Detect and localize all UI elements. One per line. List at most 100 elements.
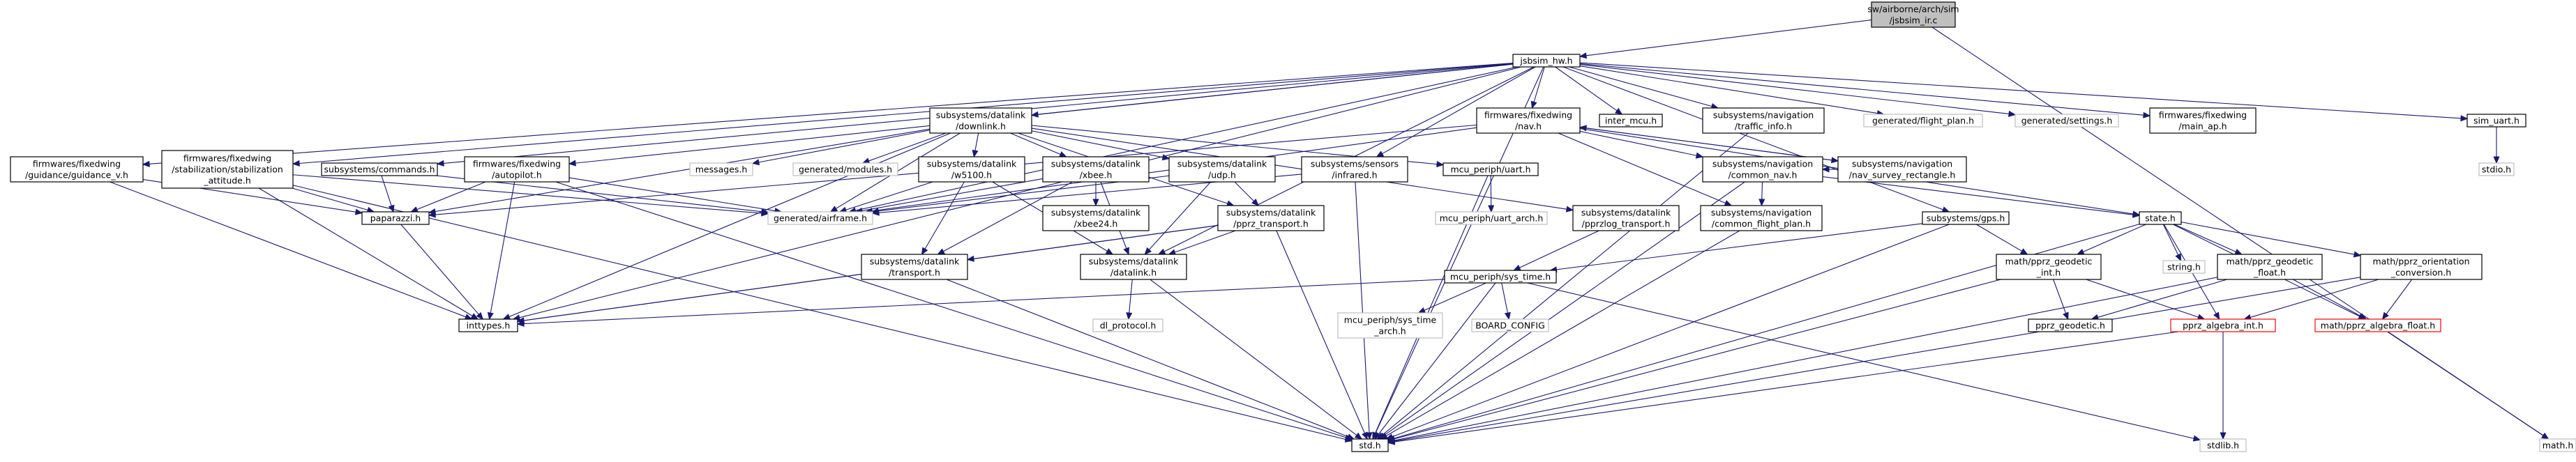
edge-w5100-to-transport <box>924 181 965 249</box>
node-box <box>1702 156 1823 183</box>
node-label: subsystems/datalink <box>1089 256 1179 267</box>
node-label: math/pprz_geodetic <box>2005 256 2093 267</box>
node-transport[interactable]: subsystems/datalink/transport.h <box>861 254 968 280</box>
edge-gps-to-geodetic_int <box>1976 224 2022 252</box>
edge-arrowhead <box>1579 125 1587 132</box>
node-downlink[interactable]: subsystems/datalink/downlink.h <box>929 107 1032 134</box>
edge-pprz_transport-to-std <box>1276 230 1365 433</box>
node-box <box>1042 205 1150 231</box>
node-main_ap[interactable]: firmwares/fixedwing/main_ap.h <box>2149 107 2257 134</box>
node-datalink[interactable]: subsystems/datalink/datalink.h <box>1080 254 1187 280</box>
edge-datalink-to-dl_protocol <box>1129 279 1133 314</box>
node-label: _arch.h <box>1373 326 1406 337</box>
edge-arrowhead <box>1362 431 1368 440</box>
node-box <box>689 162 753 176</box>
node-inter_mcu[interactable]: inter_mcu.h <box>1599 114 1663 128</box>
node-label: paparazzi.h <box>370 213 421 224</box>
node-label: subsystems/datalink <box>1051 159 1141 169</box>
node-sys_time[interactable]: mcu_periph/sys_time.h <box>1444 270 1557 284</box>
node-box <box>1351 438 1389 452</box>
node-common_fp[interactable]: subsystems/navigation/common_flight_plan… <box>1700 205 1823 231</box>
edge-jsbsim_hw-to-airframe <box>855 66 1518 211</box>
node-commands[interactable]: subsystems/commands.h <box>321 162 438 176</box>
edge-stab_att-to-airframe <box>292 174 762 214</box>
node-inttypes[interactable]: inttypes.h <box>458 318 518 332</box>
node-nav_survey[interactable]: subsystems/navigation/nav_survey_rectang… <box>1837 156 1967 183</box>
node-string: string.h <box>2162 260 2206 274</box>
node-geodetic_float[interactable]: math/pprz_geodetic_float.h <box>2217 254 2323 280</box>
edge-arrowhead <box>2234 249 2243 255</box>
edge-sys_time-to-std <box>1378 282 1496 435</box>
node-algebra_int[interactable]: pprz_algebra_int.h <box>2170 318 2276 332</box>
edge-paparazzi-to-inttypes <box>400 224 479 315</box>
node-sim_uart[interactable]: sim_uart.h <box>2466 114 2526 128</box>
node-box <box>321 162 438 176</box>
node-box <box>2478 162 2515 176</box>
node-xbee[interactable]: subsystems/datalink/xbee.h <box>1042 156 1150 183</box>
edge-downlink-to-w5100 <box>974 132 979 151</box>
edge-arrowhead <box>2460 115 2469 122</box>
node-label: subsystems/datalink <box>1581 208 1671 218</box>
edge-transport-to-std <box>946 279 1348 438</box>
node-autopilot[interactable]: firmwares/fixedwing/autopilot.h <box>464 156 570 183</box>
node-stab_att[interactable]: firmwares/fixedwing/stabilization/stabil… <box>161 150 294 189</box>
edge-arrowhead <box>1251 199 1259 206</box>
node-label: subsystems/navigation <box>1712 159 1813 169</box>
node-box <box>2028 318 2113 332</box>
node-state[interactable]: state.h <box>2139 211 2182 225</box>
node-algebra_float[interactable]: math/pprz_algebra_float.h <box>2314 318 2441 332</box>
edge-jsbsim_hw-to-main_ap <box>1579 63 2144 116</box>
node-box <box>10 156 144 183</box>
node-box <box>1922 211 2010 225</box>
node-label: math/pprz_geodetic <box>2227 256 2314 267</box>
edge-downlink-to-paparazzi <box>435 128 931 213</box>
node-gps[interactable]: subsystems/gps.h <box>1922 211 2010 225</box>
edge-arrowhead <box>937 248 945 255</box>
node-common_nav[interactable]: subsystems/navigation/common_nav.h <box>1702 156 1823 183</box>
edge-arrowhead <box>2063 311 2069 321</box>
edge-arrowhead <box>470 313 479 320</box>
node-paparazzi[interactable]: paparazzi.h <box>361 211 430 225</box>
node-box <box>1599 114 1663 128</box>
edge-arrowhead <box>1565 206 1574 213</box>
edge-infrared-to-std <box>1355 181 1370 433</box>
edge-arrowhead <box>1695 152 1704 159</box>
node-nav[interactable]: firmwares/fixedwing/nav.h <box>1476 107 1581 134</box>
node-xbee24[interactable]: subsystems/datalink/xbee24.h <box>1042 205 1150 231</box>
node-jsbsim_hw[interactable]: jsbsim_hw.h <box>1512 54 1581 68</box>
edge-arrowhead <box>871 208 879 215</box>
node-layer: sw/airborne/arch/sim/jsbsim_ir.cjsbsim_h… <box>10 1 2576 452</box>
node-label: /autopilot.h <box>492 170 542 180</box>
node-label: subsystems/navigation <box>1713 110 1814 121</box>
node-pprzlog[interactable]: subsystems/datalink/pprzlog_transport.h <box>1572 205 1680 231</box>
node-pprz_geodetic[interactable]: pprz_geodetic.h <box>2028 318 2113 332</box>
node-guidance_v[interactable]: firmwares/fixedwing/guidance/guidance_v.… <box>10 156 144 183</box>
node-infrared[interactable]: subsystems/sensors/infrared.h <box>1301 156 1408 183</box>
node-box <box>929 107 1032 134</box>
node-label: subsystems/navigation <box>1711 208 1812 218</box>
node-box <box>1572 205 1680 231</box>
node-label: math.h <box>2543 440 2574 451</box>
node-udp[interactable]: subsystems/datalink/udp.h <box>1168 156 1276 183</box>
edge-geodetic_float-to-std <box>1394 277 2218 441</box>
node-w5100[interactable]: subsystems/datalink/w5100.h <box>918 156 1025 183</box>
edge-arrowhead <box>1030 111 1039 118</box>
node-label: /pprzlog_transport.h <box>1582 219 1671 229</box>
edge-arrowhead <box>476 311 484 320</box>
node-std[interactable]: std.h <box>1351 438 1389 452</box>
node-label: generated/modules.h <box>799 164 892 175</box>
node-orientation[interactable]: math/pprz_orientation_conversion.h <box>2360 254 2483 280</box>
edge-arrowhead <box>1346 433 1355 440</box>
node-label: string.h <box>2167 262 2201 272</box>
node-uart[interactable]: mcu_periph/uart.h <box>1443 162 1539 176</box>
node-box <box>1217 205 1325 231</box>
node-geodetic_int[interactable]: math/pprz_geodetic_int.h <box>1996 254 2102 280</box>
edge-guidance_v-to-inttypes <box>110 181 467 318</box>
node-pprz_transport[interactable]: subsystems/datalink/pprz_transport.h <box>1217 205 1325 231</box>
edge-commands-to-paparazzi <box>381 175 392 206</box>
edge-jsbsim_hw-to-settings <box>1579 63 2010 114</box>
edge-orientation-to-algebra_float <box>2386 279 2413 315</box>
edge-arrowhead <box>388 204 395 213</box>
edge-xbee-to-airframe <box>861 178 1044 211</box>
node-traffic_info[interactable]: subsystems/navigation/traffic_info.h <box>1702 107 1825 134</box>
